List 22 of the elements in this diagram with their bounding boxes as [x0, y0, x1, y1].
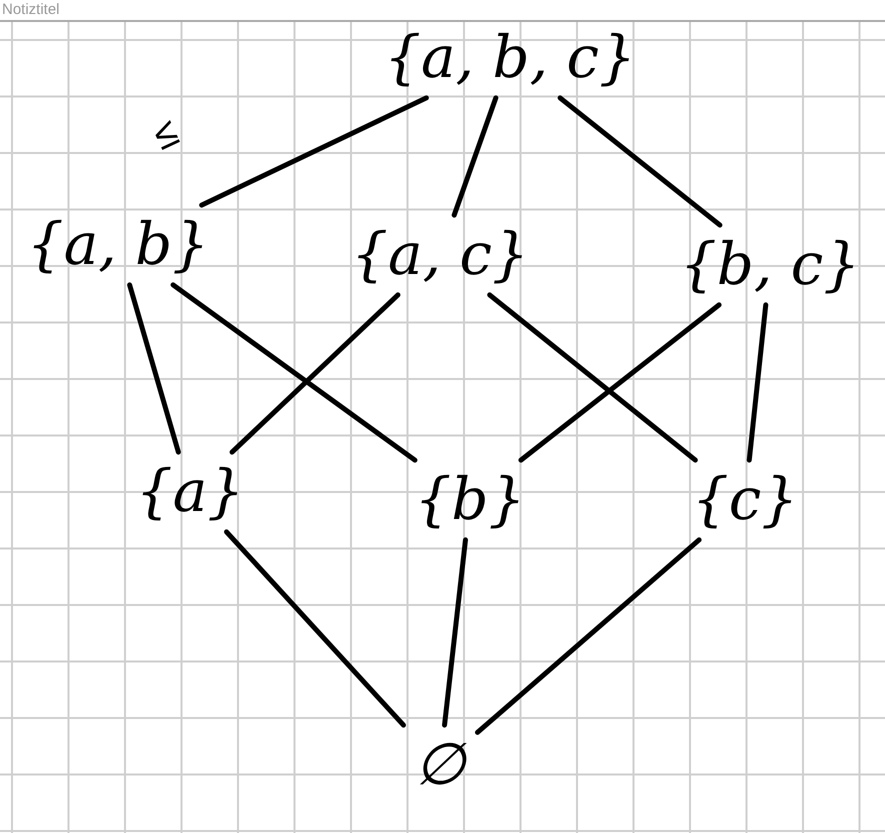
connector-line: [224, 529, 406, 728]
set-label: {a, b, c}: [380, 26, 640, 90]
set-label: {c}: [688, 468, 802, 532]
connector-line: [518, 302, 722, 463]
set-label: {a, c}: [347, 223, 533, 287]
connector-line: [452, 95, 498, 218]
set-label: {b}: [410, 468, 530, 532]
connector-line: [442, 537, 468, 728]
note-title: Notiztitel: [2, 1, 60, 18]
connector-line: [127, 282, 181, 455]
set-label: {b, c}: [676, 233, 864, 297]
set-label: {a, b}: [22, 213, 214, 277]
relation-symbol: ≤: [146, 109, 186, 160]
connector-line: [558, 95, 722, 228]
set-label: ∅: [410, 733, 470, 797]
connector-line: [199, 95, 429, 208]
connector-line: [487, 292, 698, 463]
connector-line: [475, 537, 702, 735]
connector-line: [230, 292, 400, 455]
set-label: {a}: [132, 460, 248, 524]
connector-line: [170, 282, 418, 463]
connector-line: [746, 302, 768, 463]
